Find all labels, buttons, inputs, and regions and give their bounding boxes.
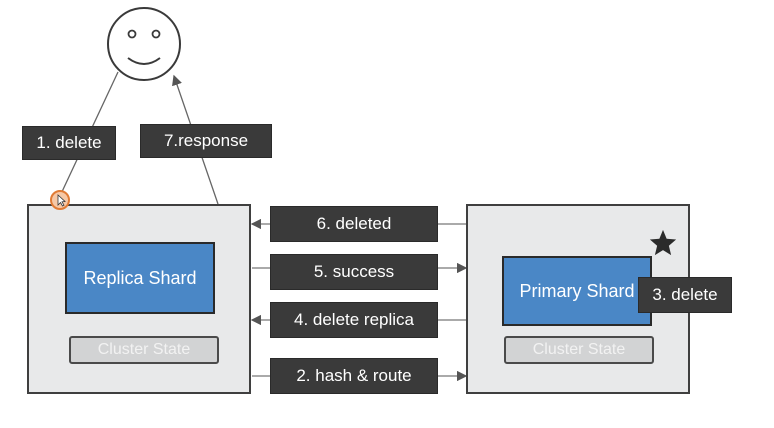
label-primary-delete: 3. delete (638, 277, 732, 313)
label-success: 5. success (270, 254, 438, 290)
replica-shard: Replica Shard (65, 242, 215, 314)
cursor-icon (50, 190, 70, 210)
smiley-face-icon (107, 7, 181, 81)
primary-shard: Primary Shard (502, 256, 652, 326)
label-hash-route: 2. hash & route (270, 358, 438, 394)
label-deleted: 6. deleted (270, 206, 438, 242)
replica-cluster-state: Cluster State (69, 336, 219, 364)
primary-cluster-state: Cluster State (504, 336, 654, 364)
label-response: 7.response (140, 124, 272, 158)
label-delete-replica: 4. delete replica (270, 302, 438, 338)
label-delete: 1. delete (22, 126, 116, 160)
star-icon (649, 229, 677, 256)
replica-node: Replica Shard Cluster State (27, 204, 251, 394)
